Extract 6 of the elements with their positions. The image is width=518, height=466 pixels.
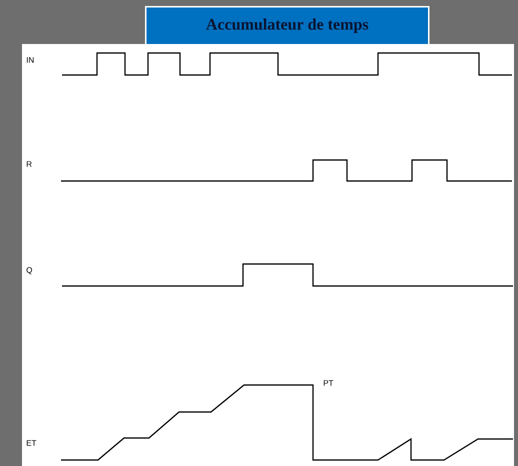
signal-label: Q (26, 267, 32, 274)
signal-label: IN (26, 57, 34, 63)
signal-label: ET (26, 440, 36, 446)
title-banner: Accumulateur de temps (145, 6, 430, 46)
level-label: PT (324, 380, 334, 386)
signal-label: R (26, 161, 32, 167)
